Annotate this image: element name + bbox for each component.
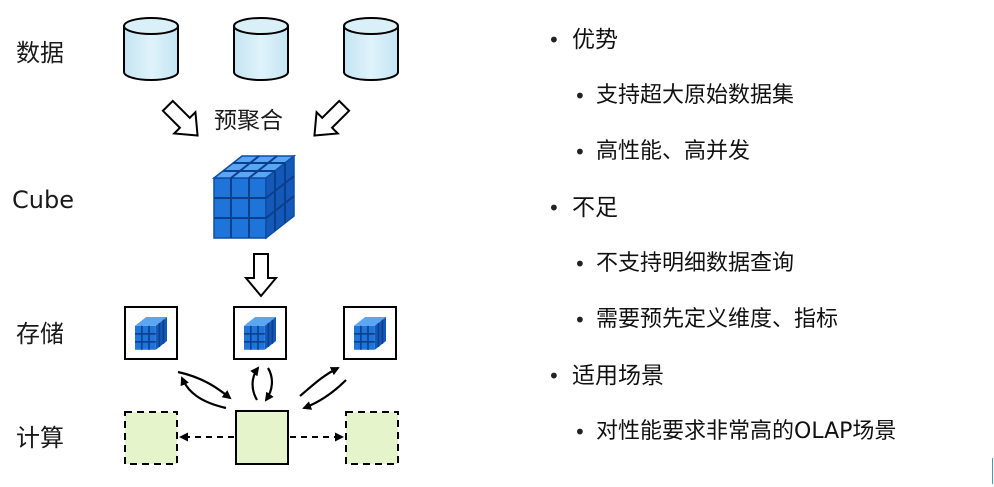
compute-node-center <box>235 410 289 465</box>
database-icon <box>123 17 179 81</box>
bullet-text: 优势 <box>572 27 618 53</box>
cube-icon <box>244 317 276 350</box>
bullet-text: 不足 <box>572 195 618 221</box>
bullet-text: 适用场景 <box>572 363 664 389</box>
bullet-text: 需要预先定义维度、指标 <box>596 307 839 332</box>
bullet-dot-icon: • <box>574 420 586 444</box>
olap-cube-diagram: 数据 Cube 存储 计算 预聚合 <box>12 17 399 465</box>
bullet-item: • 适用场景 <box>546 354 986 410</box>
storage-node <box>343 306 397 360</box>
sub-bullet-item: • 对性能要求非常高的OLAP场景 <box>546 410 986 466</box>
database-icon <box>233 17 289 81</box>
bullet-dot-icon: • <box>548 28 560 52</box>
sub-bullet-item: • 支持超大原始数据集 <box>546 74 986 130</box>
label-cube: Cube <box>12 186 74 214</box>
sub-bullet-item: • 需要预先定义维度、指标 <box>546 298 986 354</box>
cube-icon <box>211 154 297 240</box>
bullet-text: 高性能、高并发 <box>596 139 751 164</box>
bullet-text: 支持超大原始数据集 <box>596 83 795 108</box>
compute-node-left <box>124 411 178 465</box>
bullet-dot-icon: • <box>574 84 586 108</box>
aggregate-arrow-left-icon <box>161 99 199 137</box>
bullet-dot-icon: • <box>548 196 560 220</box>
bullet-item: • 优势 <box>546 18 986 74</box>
exchange-arrows <box>177 366 347 410</box>
preaggregate-label: 预聚合 <box>214 108 283 134</box>
bullet-dot-icon: • <box>574 252 586 276</box>
compute-node-right <box>345 411 399 465</box>
label-compute: 计算 <box>16 424 64 452</box>
database-icon <box>343 17 399 81</box>
label-data: 数据 <box>16 39 64 67</box>
sub-bullet-item: • 不支持明细数据查询 <box>546 242 986 298</box>
bullet-text: 对性能要求非常高的OLAP场景 <box>596 419 897 444</box>
slide-edge-divider <box>992 458 993 484</box>
sub-bullet-item: • 高性能、高并发 <box>546 130 986 186</box>
cube-icon <box>135 317 167 350</box>
bullet-dot-icon: • <box>548 364 560 388</box>
storage-node <box>233 306 287 360</box>
bullet-item: • 不足 <box>546 186 986 242</box>
bullet-dot-icon: • <box>574 140 586 164</box>
bullet-list: • 优势 • 支持超大原始数据集 • 高性能、高并发 • 不足 • 不支持明细数据查询 •… <box>546 18 986 466</box>
aggregate-arrow-right-icon <box>313 99 351 137</box>
bullet-text: 不支持明细数据查询 <box>596 251 795 276</box>
label-storage: 存储 <box>16 320 64 348</box>
down-arrow-icon <box>243 253 279 298</box>
cube-icon <box>354 317 386 350</box>
storage-node <box>124 306 178 360</box>
bullet-dot-icon: • <box>574 308 586 332</box>
